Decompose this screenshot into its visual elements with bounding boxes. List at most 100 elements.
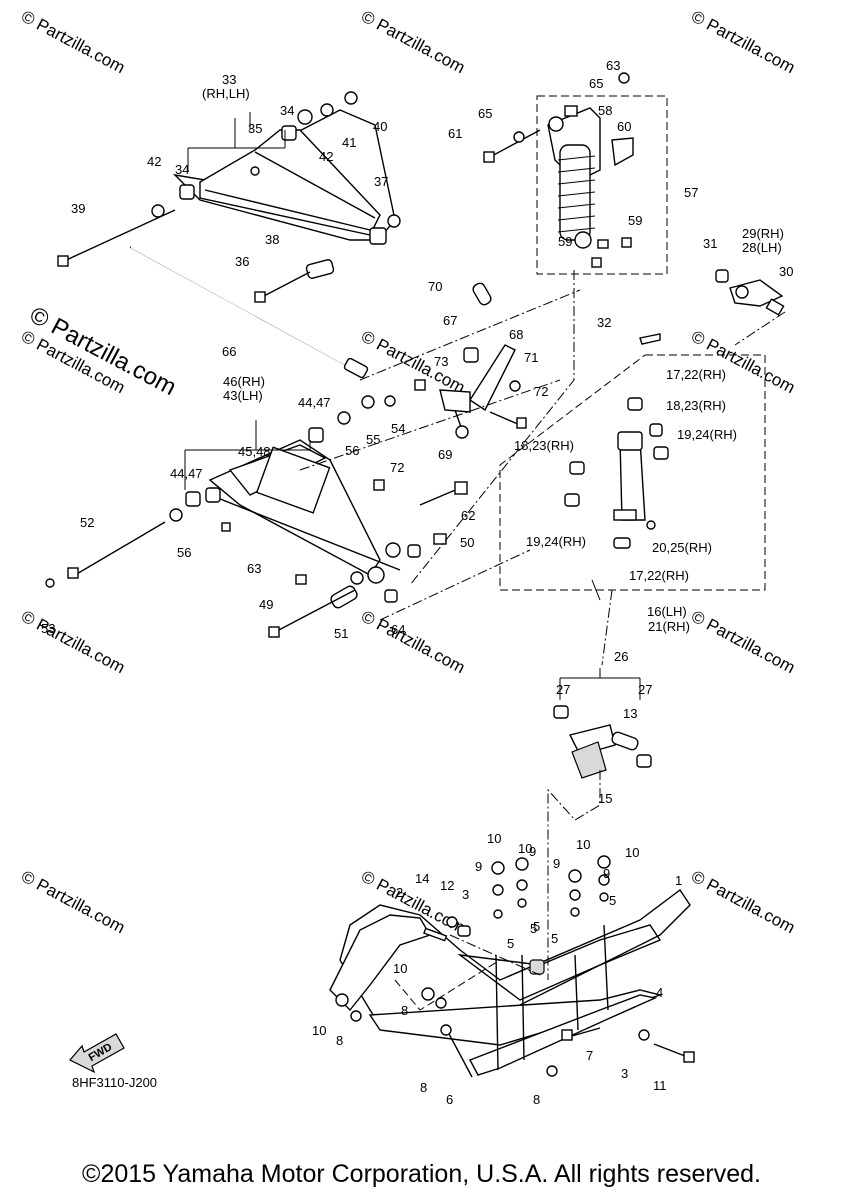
leader-lines bbox=[184, 112, 641, 700]
part-callout-label: 70 bbox=[428, 279, 442, 294]
part-callout-label: 51 bbox=[334, 626, 348, 641]
catalog-code: 8HF3110-J200 bbox=[72, 1075, 158, 1090]
part-callout-label: 29(RH) bbox=[742, 226, 784, 241]
part-callout-label: 69 bbox=[438, 447, 452, 462]
part-callout-label: 13 bbox=[623, 706, 637, 721]
watermark-text: © Partzilla.com bbox=[688, 607, 798, 678]
watermark-text: © Partzilla.com bbox=[688, 7, 798, 78]
watermark-text: © Partzilla.com bbox=[18, 867, 128, 938]
part-callout-label: 15 bbox=[598, 791, 612, 806]
spindle-box bbox=[499, 354, 766, 591]
copyright-notice: ©2015 Yamaha Motor Corporation, U.S.A. A… bbox=[82, 1160, 761, 1188]
fwd-arrow: FWD bbox=[69, 1033, 125, 1074]
part-callout-label: 5 bbox=[551, 931, 558, 946]
part-callout-label: 34 bbox=[280, 103, 294, 118]
watermark-text: © Partzilla.com bbox=[358, 327, 468, 398]
part-callout-label: 50 bbox=[460, 535, 474, 550]
part-callout-label: 42 bbox=[319, 149, 333, 164]
part-callout-label: 10 bbox=[393, 961, 407, 976]
part-callout-label: 9 bbox=[603, 866, 610, 881]
part-callout-label: 56 bbox=[345, 443, 359, 458]
upper-arm-assembly bbox=[57, 91, 401, 303]
part-callout-label: 67 bbox=[443, 313, 457, 328]
part-callout-label: 71 bbox=[524, 350, 538, 365]
part-callout-label: 7 bbox=[586, 1048, 593, 1063]
watermark-layer: © Partzilla.com © Partzilla.com © Partzill… bbox=[18, 7, 798, 938]
part-callout-label: 58 bbox=[598, 103, 612, 118]
part-callout-label: 8 bbox=[401, 1003, 408, 1018]
part-callout-label: 4 bbox=[656, 985, 663, 1000]
part-callout-label: 5 bbox=[609, 893, 616, 908]
part-callout-label: 5 bbox=[507, 936, 514, 951]
partzilla-logo: © Partzilla.com bbox=[25, 301, 180, 401]
part-callout-label: 41 bbox=[342, 135, 356, 150]
part-callout-label: 32 bbox=[597, 315, 611, 330]
part-callout-label: 45,48 bbox=[238, 444, 271, 459]
part-callout-label: 11 bbox=[653, 1078, 667, 1093]
guide-lines bbox=[299, 270, 786, 1011]
part-callout-label: 72 bbox=[390, 460, 404, 475]
part-callout-label: 55 bbox=[366, 432, 380, 447]
part-callout-label: 39 bbox=[71, 201, 85, 216]
part-callout-label: 31 bbox=[703, 236, 717, 251]
part-callout-label: 59 bbox=[558, 234, 572, 249]
watermark-text: © Partzilla.com bbox=[688, 867, 798, 938]
part-callout-label: 5 bbox=[530, 921, 537, 936]
part-callout-label: 53 bbox=[41, 621, 55, 636]
watermark-text: © Partzilla.com bbox=[688, 327, 798, 398]
part-callout-label: 17,22(RH) bbox=[666, 367, 726, 382]
part-callout-label: 6 bbox=[446, 1092, 453, 1107]
part-callout-label: 65 bbox=[478, 106, 492, 121]
part-callout-label: 10 bbox=[625, 845, 639, 860]
part-callout-label: 73 bbox=[434, 354, 448, 369]
part-callout-label: 14 bbox=[415, 871, 429, 886]
part-callout-label: 33 bbox=[222, 72, 236, 87]
part-callout-label: 3 bbox=[621, 1066, 628, 1081]
part-callout-label: 57 bbox=[684, 185, 698, 200]
watermark-text: © Partzilla.com bbox=[358, 7, 468, 78]
part-callout-label: 62 bbox=[461, 508, 475, 523]
part-callout-label: 19,24(RH) bbox=[526, 534, 586, 549]
part-callout-label: 30 bbox=[779, 264, 793, 279]
part-callout-label: 56 bbox=[177, 545, 191, 560]
part-callout-label: 9 bbox=[529, 844, 536, 859]
part-callout-label: (RH,LH) bbox=[202, 86, 250, 101]
part-callout-label: 9 bbox=[475, 859, 482, 874]
lower-arm-assembly bbox=[45, 395, 468, 638]
shock-absorber bbox=[483, 72, 668, 275]
part-callout-label: 66 bbox=[222, 344, 236, 359]
part-callout-label: 3 bbox=[462, 887, 469, 902]
watermark-text: © Partzilla.com bbox=[18, 607, 128, 678]
part-callout-label: 40 bbox=[373, 119, 387, 134]
part-callout-label: 65 bbox=[589, 76, 603, 91]
part-callout-label: 72 bbox=[534, 384, 548, 399]
part-callout-label: 54 bbox=[391, 421, 405, 436]
part-callout-label: 63 bbox=[606, 58, 620, 73]
part-callout-label: 36 bbox=[235, 254, 249, 269]
part-callout-label: 17,22(RH) bbox=[629, 568, 689, 583]
part-callout-label: 10 bbox=[518, 841, 532, 856]
part-callout-label: 18,23(RH) bbox=[666, 398, 726, 413]
part-callout-label: 26 bbox=[614, 649, 628, 664]
part-callout-label: 10 bbox=[487, 831, 501, 846]
ski bbox=[329, 888, 691, 1076]
part-callout-label: 60 bbox=[617, 119, 631, 134]
part-callout-label: 59 bbox=[628, 213, 642, 228]
steering-arm bbox=[639, 269, 785, 345]
part-callout-label: 8 bbox=[420, 1080, 427, 1095]
part-callout-label: 9 bbox=[553, 856, 560, 871]
part-callout-label: 1 bbox=[675, 873, 682, 888]
part-callout-label: 28(LH) bbox=[742, 240, 782, 255]
ski-hardware bbox=[335, 855, 695, 1078]
watermark-text: © Partzilla.com bbox=[358, 607, 468, 678]
spindle bbox=[553, 664, 652, 779]
part-callout-label: 64 bbox=[391, 622, 405, 637]
part-callout-label: 37 bbox=[374, 174, 388, 189]
part-callout-label: 8 bbox=[336, 1033, 343, 1048]
part-callout-label: 44,47 bbox=[170, 466, 203, 481]
part-callout-label: 8 bbox=[533, 1092, 540, 1107]
part-callout-label: 63 bbox=[247, 561, 261, 576]
part-callout-label: 43(LH) bbox=[223, 388, 263, 403]
part-callout-label: 20,25(RH) bbox=[652, 540, 712, 555]
part-callout-label: 27 bbox=[556, 682, 570, 697]
